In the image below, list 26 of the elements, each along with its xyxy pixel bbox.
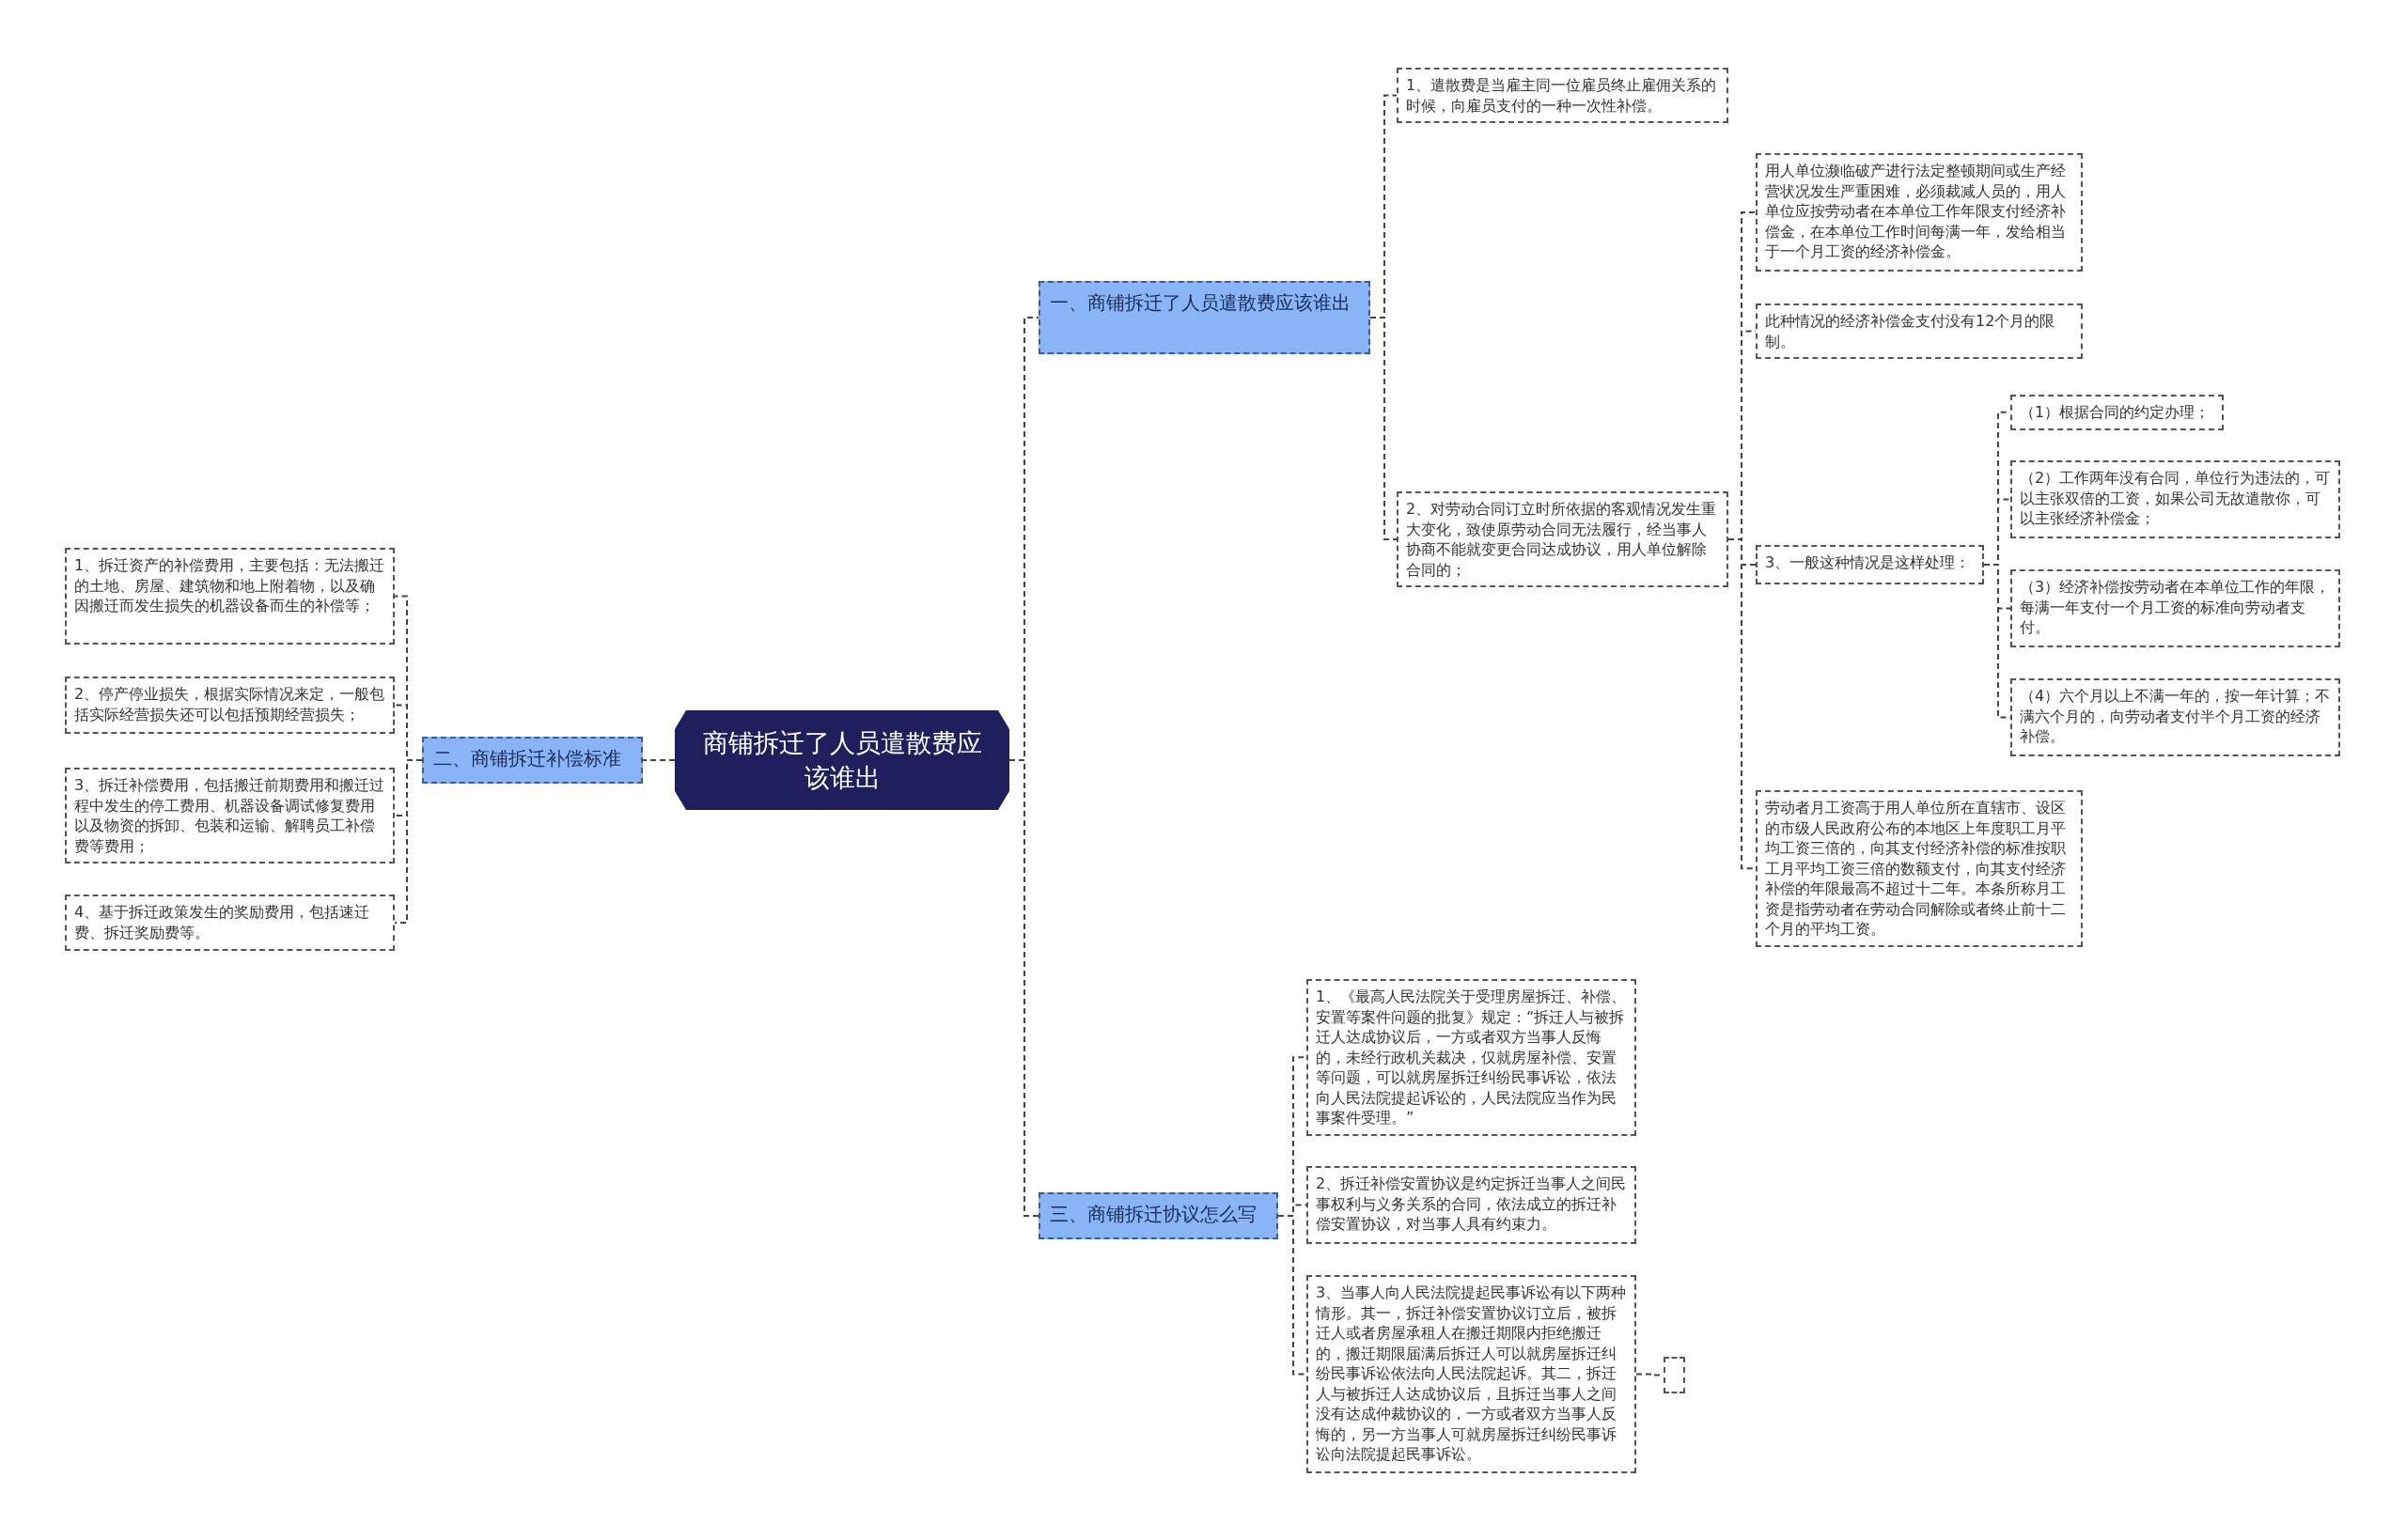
empty-box [1664, 1357, 1685, 1393]
text-box: （1）根据合同的约定办理； [2010, 395, 2224, 430]
connector-line [1369, 317, 1398, 540]
text-box: 3、当事人向人民法院提起民事诉讼有以下两种情形。其一，拆迁补偿安置协议订立后，被拆迁人或者房屋承租人在搬迁期限内拒绝搬迁的，搬迁期限届满后拆迁人可以就房屋拆迁纠纷民事诉讼依法向人民法院起诉。其二，拆迁人与被拆迁人达成协议后，且拆迁当事人之间没有达成仲裁协议的，一方或者双方当事人反悔的，另一方当事人可就房屋拆迁纠纷民事诉讼向法院提起民事诉讼。 [1306, 1275, 1636, 1473]
connector-line [394, 759, 423, 924]
topic-box: 三、商铺拆迁协议怎么写 [1039, 1192, 1278, 1239]
text-box: （2）工作两年没有合同，单位行为违法的，可以主张双倍的工资，如果公司无故遣散你，可以主张经济补偿金； [2010, 460, 2340, 538]
text-box: （3）经济补偿按劳动者在本单位工作的年限，每满一年支付一个月工资的标准向劳动者支付。 [2010, 569, 2340, 647]
text-box: 此种情况的经济补偿金支付没有12个月的限制。 [1756, 303, 2083, 359]
topic-box: 一、商铺拆迁了人员遣散费应该谁出 [1039, 281, 1370, 354]
connector-line [1277, 1215, 1307, 1376]
text-box: 2、拆迁补偿安置协议是约定拆迁当事人之间民事权利与义务关系的合同，依法成立的拆迁补偿安置协议，对当事人具有约束力。 [1306, 1166, 1636, 1244]
text-box: 用人单位濒临破产进行法定整顿期间或生产经营状况发生严重困难，必须裁减人员的，用人单位应按劳动者在本单位工作年限支付经济补偿金，在本单位工作时间每满一年，发给相当于一个月工资的经济补偿金。 [1756, 153, 2083, 272]
text-box: 4、基于拆迁政策发生的奖励费用，包括速迁费、拆迁奖励费等。 [65, 894, 395, 951]
text-box: 劳动者月工资高于用人单位所在直辖市、设区的市级人民政府公布的本地区上年度职工月平均工资三倍的，向其支付经济补偿的标准按职工月平均工资三倍的数额支付，向其支付经济补偿的年限最高不超过十二年。本条所称月工资是指劳动者在劳动合同解除或者终止前十二个月的平均工资。 [1756, 790, 2083, 947]
connector-line [642, 759, 676, 761]
text-box: 1、遣散费是当雇主同一位雇员终止雇佣关系的时候，向雇员支付的一种一次性补偿。 [1397, 68, 1728, 123]
text-box: 2、停产停业损失，根据实际情况来定，一般包括实际经营损失还可以包括预期经营损失； [65, 677, 395, 734]
text-box: 3、一般这种情况是这样处理： [1756, 545, 1984, 584]
text-box: （4）六个月以上不满一年的，按一年计算；不满六个月的，向劳动者支付半个月工资的经济补偿。 [2010, 678, 2340, 756]
text-box: 3、拆迁补偿费用，包括搬迁前期费用和搬迁过程中发生的停工费用、机器设备调试修复费用以及物资的拆卸、包装和运输、解聘员工补偿费等费用； [65, 768, 395, 863]
text-box: 2、对劳动合同订立时所依据的客观情况发生重大变化，致使原劳动合同无法履行，经当事人协商不能就变更合同达成协议，用人单位解除合同的； [1397, 491, 1728, 587]
text-box: 1、《最高人民法院关于受理房屋拆迁、补偿、安置等案件问题的批复》规定：“拆迁人与被拆迁人达成协议后，一方或者双方当事人反悔的，未经行政机关裁决，仅就房屋补偿、安置等问题，可以就房屋拆迁纠纷民事诉讼，依法向人民法院提起诉讼的，人民法院应当作为民事案件受理。” [1306, 979, 1636, 1136]
topic-box: 二、商铺拆迁补偿标准 [422, 737, 643, 784]
central-topic-box: 商铺拆迁了人员遣散费应该谁出 [675, 710, 1009, 810]
text-box: 1、拆迁资产的补偿费用，主要包括：无法搬迁的土地、房屋、建筑物和地上附着物，以及确因搬迁而发生损失的机器设备而生的补偿等； [65, 548, 395, 645]
